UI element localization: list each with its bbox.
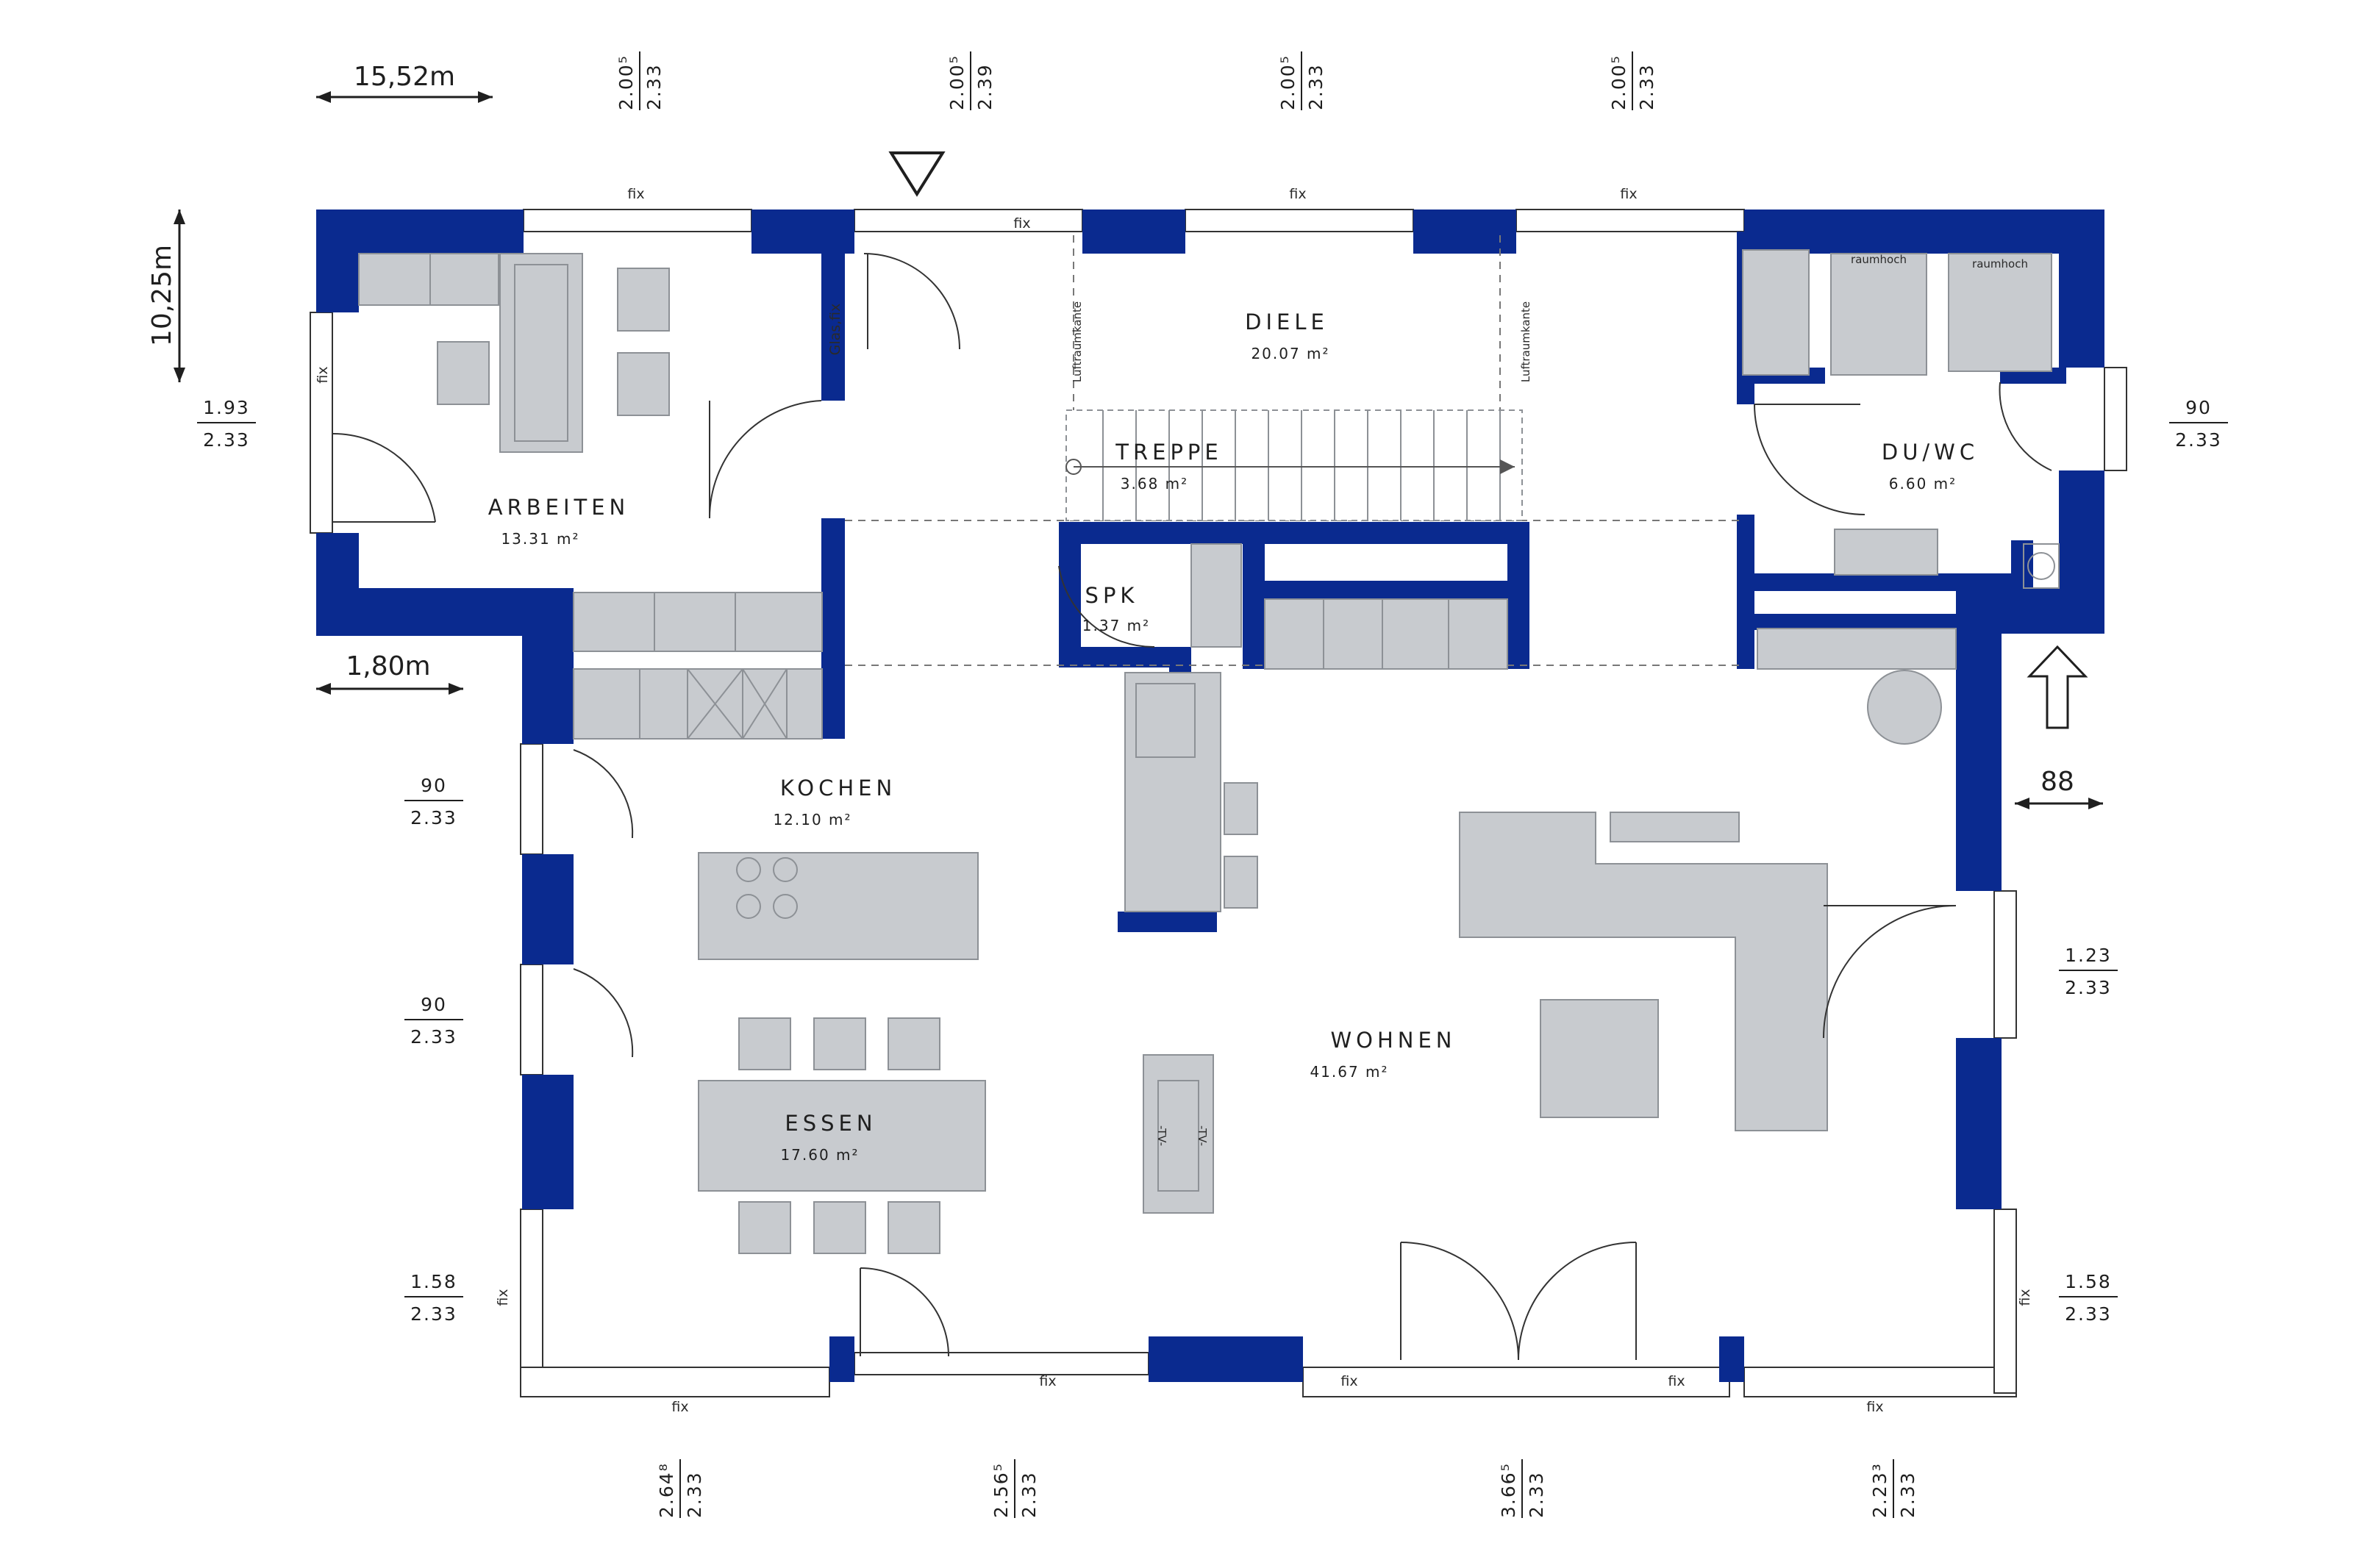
right-opening-1-top: 90 (2185, 397, 2212, 418)
fix-label: fix (1013, 215, 1030, 232)
luftraumkante-label: Luftraumkante (1519, 301, 1532, 382)
entry-arrow-icon (2027, 645, 2088, 729)
top-opening-2-top: 2.00⁵ (946, 54, 968, 110)
top-opening-3-bottom: 2.33 (1305, 63, 1327, 110)
top-opening-3-top: 2.00⁵ (1277, 54, 1299, 110)
top-opening-2-bottom: 2.39 (974, 63, 996, 110)
room-diele-name: DIELE (1245, 309, 1329, 334)
small-labels: fix fix fix fix fix fix fix fix fix fix … (315, 186, 2033, 1415)
fix-label: fix (671, 1399, 688, 1415)
luftraumkante-label: Luftraumkante (1071, 301, 1084, 382)
dimension-overall-width: 15,52m (316, 62, 493, 103)
fix-label: fix (1668, 1373, 1685, 1389)
dimension-recess: 1,80m (316, 651, 463, 695)
room-wohnen-area: 41.67 m² (1310, 1063, 1388, 1081)
left-opening-3-bottom: 2.33 (410, 1026, 457, 1048)
room-wohnen-name: WOHNEN (1330, 1028, 1456, 1053)
left-opening-4-top: 1.58 (410, 1271, 457, 1292)
fix-label: fix (1620, 186, 1637, 202)
reference-lines (845, 235, 1743, 666)
right-opening-2-top: 1.23 (2065, 945, 2112, 966)
top-opening-1-top: 2.00⁵ (615, 54, 637, 110)
walls (316, 210, 2104, 1382)
right-opening-3-top: 1.58 (2065, 1271, 2112, 1292)
bottom-opening-3-bottom: 2.33 (1526, 1471, 1547, 1518)
room-spk-area: 1.37 m² (1082, 617, 1150, 634)
furniture (358, 249, 2060, 1254)
top-opening-1-bottom: 2.33 (643, 63, 665, 110)
room-labels: ARBEITEN 13.31 m² DIELE 20.07 m² TREPPE … (488, 309, 1979, 1164)
dimension-overall-depth: 10,25m (147, 210, 185, 382)
room-essen-area: 17.60 m² (780, 1146, 859, 1164)
overall-depth-label: 10,25m (147, 245, 177, 346)
bottom-opening-4-top: 2.23³ (1869, 1462, 1890, 1518)
north-triangle-icon (888, 151, 946, 197)
tv-label: -TV- (1155, 1125, 1168, 1146)
room-essen-name: ESSEN (785, 1111, 876, 1136)
room-treppe-area: 3.68 m² (1121, 475, 1188, 493)
entry-offset-label: 88 (2040, 767, 2074, 797)
room-spk-name: SPK (1085, 583, 1139, 608)
raumhoch-label: raumhoch (1851, 253, 1907, 266)
right-opening-3-bottom: 2.33 (2065, 1303, 2112, 1325)
fix-label: fix (1039, 1373, 1056, 1389)
overall-width-label: 15,52m (354, 62, 455, 92)
right-opening-1-bottom: 2.33 (2175, 429, 2222, 451)
left-opening-1-top: 1.93 (203, 397, 250, 418)
raumhoch-label: raumhoch (1972, 257, 2028, 271)
left-opening-2-bottom: 2.33 (410, 807, 457, 828)
top-opening-4-top: 2.00⁵ (1608, 54, 1629, 110)
top-opening-dimensions: 2.00⁵ 2.33 2.00⁵ 2.39 2.00⁵ 2.33 2.00⁵ 2… (615, 51, 1657, 110)
bottom-opening-2-top: 2.56⁵ (990, 1462, 1012, 1518)
room-duwc-name: DU/WC (1882, 440, 1979, 465)
bottom-opening-4-bottom: 2.33 (1897, 1471, 1918, 1518)
tv-label: -TV- (1196, 1125, 1209, 1146)
bottom-opening-2-bottom: 2.33 (1018, 1471, 1040, 1518)
room-treppe-name: TREPPE (1115, 440, 1223, 465)
top-opening-4-bottom: 2.33 (1636, 63, 1657, 110)
left-opening-3-top: 90 (421, 994, 447, 1015)
left-opening-4-bottom: 2.33 (410, 1303, 457, 1325)
room-diele-area: 20.07 m² (1251, 345, 1329, 362)
fix-label: fix (1289, 186, 1306, 202)
fix-label: fix (627, 186, 644, 202)
staircase (1065, 409, 1523, 521)
recess-label: 1,80m (346, 651, 430, 681)
bottom-opening-dimensions: 2.64⁸ 2.33 2.56⁵ 2.33 3.66⁵ 2.33 2.23³ 2… (656, 1459, 1918, 1518)
fix-label: fix (2017, 1289, 2033, 1306)
room-kochen-area: 12.10 m² (773, 811, 851, 828)
doors (332, 253, 2052, 1361)
left-opening-1-bottom: 2.33 (203, 429, 250, 451)
left-opening-dimensions: 1.93 2.33 90 2.33 90 2.33 1.58 2.33 (197, 397, 463, 1325)
right-opening-dimensions: 90 2.33 1.23 2.33 1.58 2.33 (2059, 397, 2228, 1325)
fix-label: fix (1340, 1373, 1357, 1389)
room-kochen-name: KOCHEN (780, 776, 896, 801)
fix-label: fix (1866, 1399, 1883, 1415)
glas-fix-label: Glas,fix (827, 304, 843, 356)
left-opening-2-top: 90 (421, 775, 447, 796)
fix-label: fix (315, 366, 331, 383)
right-opening-2-bottom: 2.33 (2065, 977, 2112, 998)
room-arbeiten-name: ARBEITEN (488, 495, 630, 520)
room-duwc-area: 6.60 m² (1889, 475, 1957, 493)
dimension-entry-offset: 88 (2015, 767, 2103, 809)
fix-label: fix (495, 1289, 511, 1306)
bottom-opening-3-top: 3.66⁵ (1498, 1462, 1519, 1518)
bottom-opening-1-top: 2.64⁸ (656, 1462, 677, 1518)
room-arbeiten-area: 13.31 m² (501, 530, 579, 548)
bottom-opening-1-bottom: 2.33 (684, 1471, 705, 1518)
